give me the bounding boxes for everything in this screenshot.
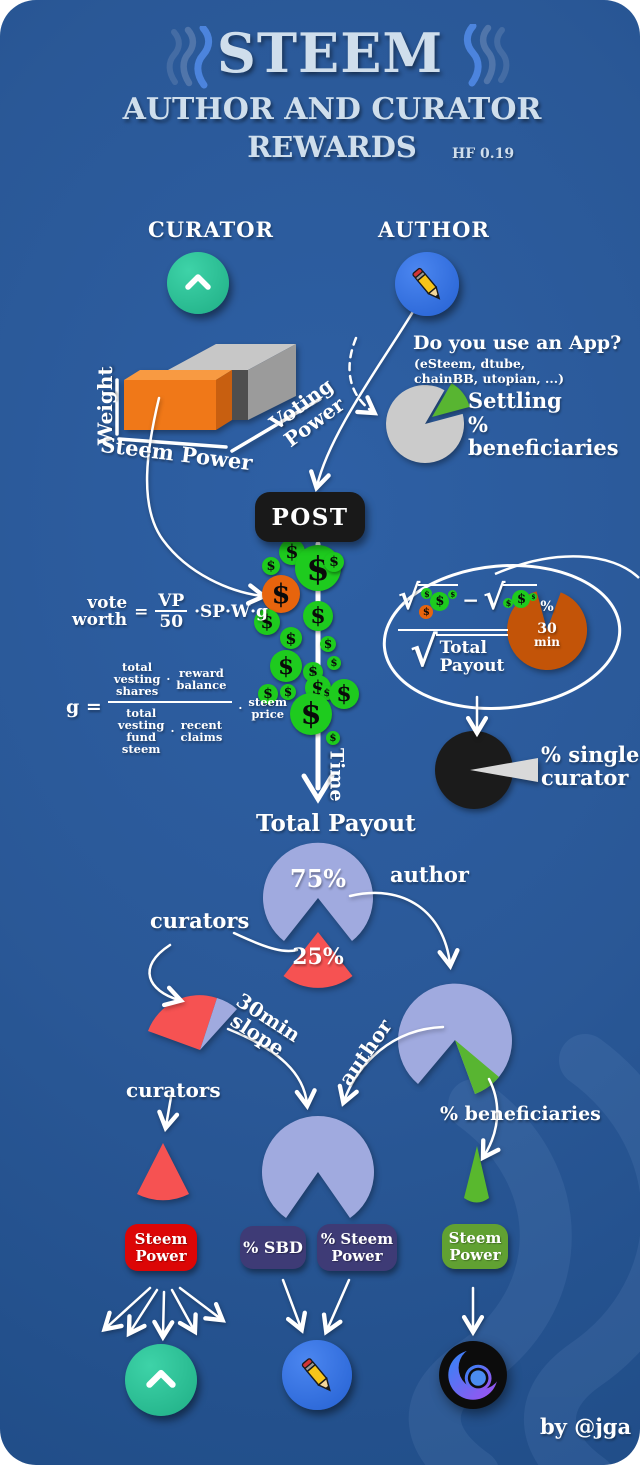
dollar-coin: $: [280, 627, 302, 649]
arrow-sp-distribution-2: [126, 1288, 159, 1338]
curve-curators-label-to-wedge: [232, 931, 299, 953]
beneficiaries-label: % beneficiaries: [440, 1103, 601, 1125]
settling-label-line1: Settling: [468, 388, 562, 413]
dollar-coin: $: [280, 684, 296, 700]
author-pencil-icon-bottom: [282, 1340, 352, 1410]
app-beneficiaries-pie: [386, 383, 470, 463]
curator-upvote-icon: [167, 252, 229, 314]
author-pencil-icon: [395, 252, 459, 316]
arrow-sp-distribution-1: [101, 1286, 152, 1333]
arrow-author-pie-to-final-pie: [337, 1025, 445, 1107]
cone-curators-red: [137, 1143, 189, 1201]
pie-total-payout-75: [262, 842, 373, 941]
page-subtitle-line1: AUTHOR AND CURATOR: [122, 92, 542, 127]
dollar-coin: $: [329, 679, 359, 709]
arrow-sp-distribution-3: [152, 1290, 175, 1342]
settling-label-line2: % beneficiaries: [468, 412, 619, 460]
fan-curators-red: [148, 995, 217, 1050]
dollar-coin: $: [262, 557, 280, 575]
beneficiary-steem-power-box: Steem Power: [442, 1224, 508, 1269]
wedge-curators-25: [283, 932, 353, 988]
arrow-slope-to-final-pie: [226, 1027, 317, 1111]
vote-worth-formula: vote worth = VP 50 ·SP·W·g: [72, 591, 268, 632]
timeline-label: Time: [325, 748, 348, 802]
curator-label: CURATOR: [148, 217, 274, 242]
steem-logo-left-icon: [166, 26, 213, 89]
curation-sketch: [382, 555, 640, 710]
dollar-coin: $: [327, 656, 341, 670]
vote-weight-cube: [115, 344, 322, 453]
author-branch-label: author: [390, 862, 469, 887]
arrow-sp-to-author-icon: [321, 1278, 351, 1336]
arrow-author-to-post: [309, 298, 422, 493]
post-box: POST: [255, 492, 365, 542]
total-payout-title: Total Payout: [256, 810, 416, 837]
curators-cone-label: curators: [126, 1078, 221, 1102]
dollar-coin: $: [254, 609, 280, 635]
app-examples-line2: chainBB, utopian, ...): [414, 371, 565, 386]
page-title: STEEM: [216, 21, 444, 85]
arrow-payout-to-author-pie: [348, 891, 460, 971]
author-share-pct: 75%: [289, 864, 347, 893]
dollar-coin: $: [324, 552, 344, 572]
dollar-coin: $: [303, 601, 333, 631]
arrow-beneficiaries-to-cone: [480, 1077, 501, 1162]
dollar-coin: $: [262, 575, 300, 613]
curator-steem-power-box: Steem Power: [125, 1224, 197, 1271]
fan-curators-sliver: [200, 998, 237, 1050]
dollar-coin: $: [326, 731, 340, 745]
author-steem-power-box: % Steem Power: [317, 1224, 397, 1271]
sbd-box: % SBD: [240, 1226, 306, 1269]
byline: by @jga: [540, 1414, 632, 1439]
cone-beneficiaries-green: [464, 1146, 489, 1203]
dollar-coin: $: [270, 650, 302, 682]
arrow-curators-to-fan: [148, 943, 185, 1008]
arrow-app-dashed: [348, 336, 379, 416]
single-curator-label: % single curator: [541, 742, 640, 790]
pie-30min-pct-label: %: [540, 599, 554, 615]
dollar-coin: $: [320, 636, 336, 652]
pie-30min: [507, 591, 588, 671]
hardfork-badge: HF 0.19: [452, 146, 515, 162]
dollar-coin: $: [290, 693, 332, 735]
arrow-sbd-to-author-icon: [281, 1278, 307, 1334]
dollar-coin: $: [258, 684, 278, 704]
pie-30min-label: 30 min: [534, 621, 560, 649]
app-examples-line1: (eSteem, dtube,: [414, 356, 526, 371]
sketch-formula: √ $ $ $ $ − √ $ $ $ √ Total: [398, 578, 538, 677]
curator-share-pct: 25%: [292, 944, 344, 970]
g-formula: g = total vesting shares · reward balanc…: [66, 660, 288, 757]
utopian-icon: [438, 1340, 508, 1410]
arrow-curators-to-red-cone: [157, 1095, 180, 1133]
pie-author-final: [262, 1116, 375, 1218]
arrow-sp-distribution-5: [178, 1286, 226, 1323]
curators-upvote-icon: [125, 1344, 197, 1416]
author-label: AUTHOR: [378, 217, 490, 242]
arrow-cube-to-votes: [145, 396, 269, 606]
arrow-sp-distribution-4: [170, 1288, 198, 1336]
page-subtitle-line2: REWARDS: [247, 130, 417, 164]
steem-logo-right-icon: [463, 24, 510, 87]
app-question: Do you use an App?: [413, 332, 622, 354]
single-curator-pie: [435, 731, 538, 809]
slice-beneficiaries-green: [455, 1040, 499, 1094]
curators-branch-label: curators: [150, 908, 250, 933]
